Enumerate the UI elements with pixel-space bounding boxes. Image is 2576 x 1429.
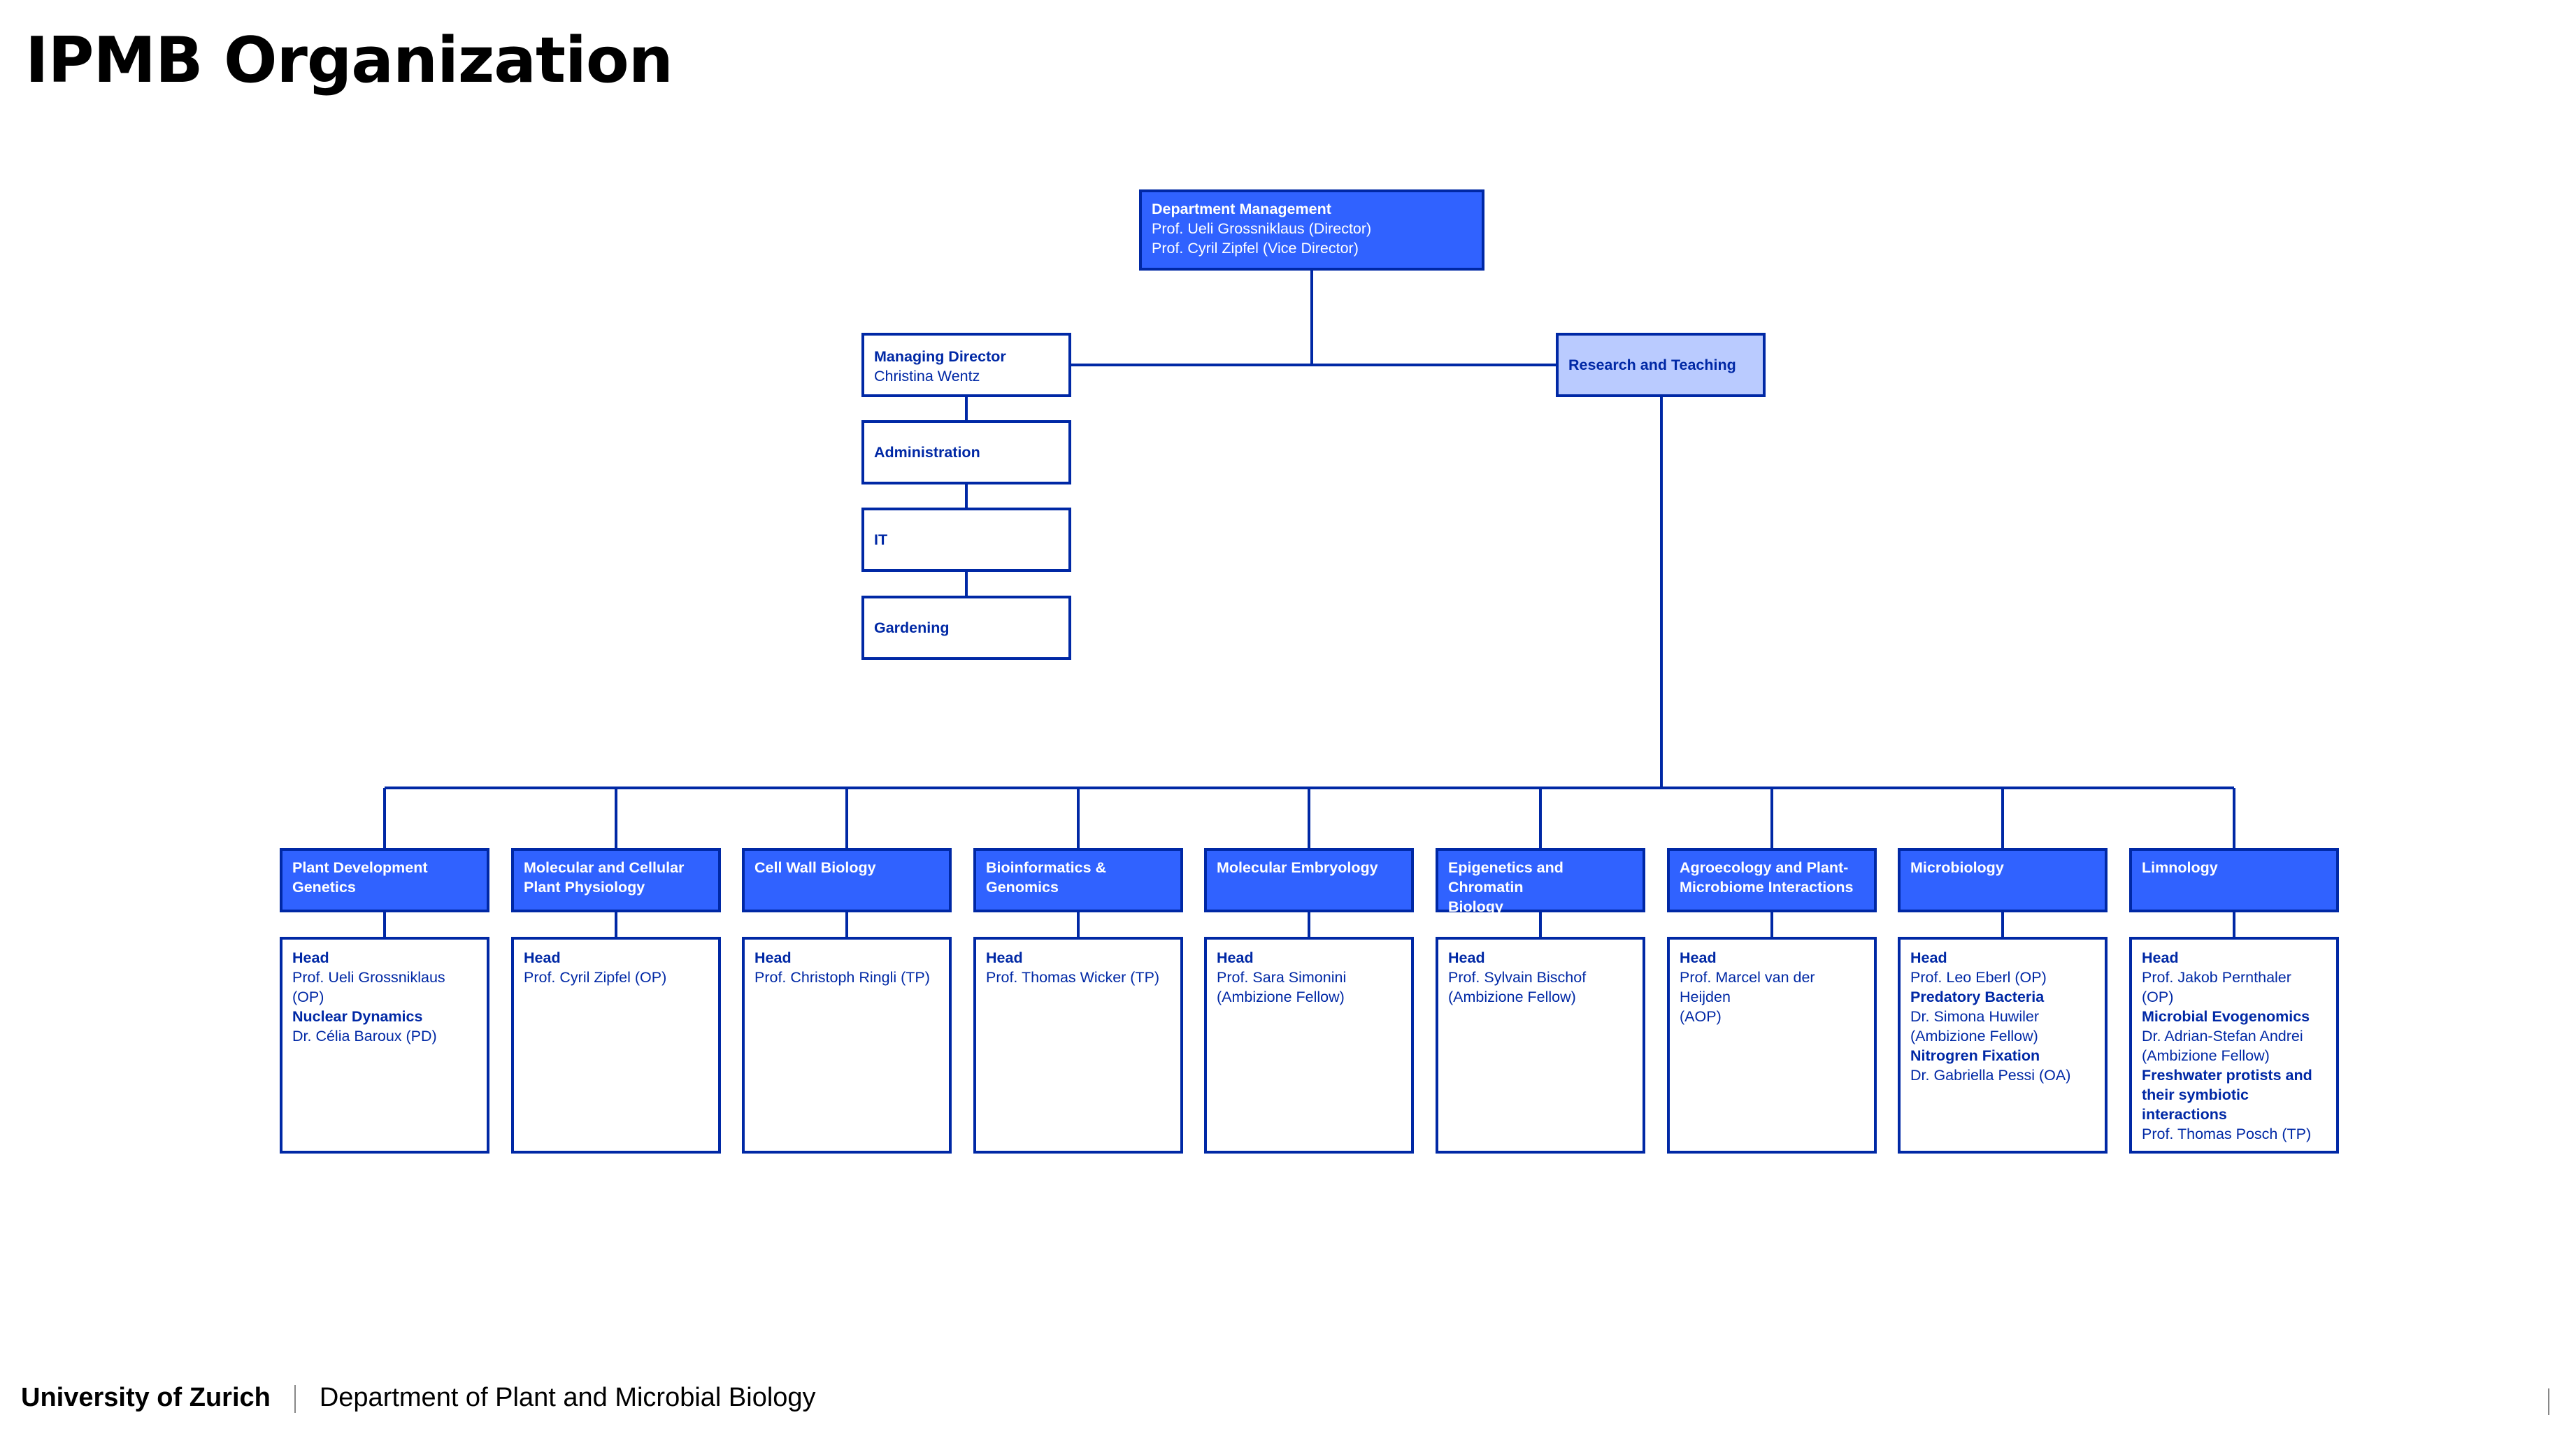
group-detail-person: (Ambizione Fellow) (1448, 989, 1576, 1005)
group-detail-person: Prof. Jakob Pernthaler (OP) (2142, 969, 2291, 1005)
group-detail-person: Dr. Simona Huwiler (1910, 1008, 2039, 1025)
footer-separator (294, 1384, 296, 1413)
admin-unit-administration: Administration (861, 420, 1071, 484)
group-detail-person: Prof. Thomas Wicker (TP) (986, 969, 1160, 986)
managing-director-name: Christina Wentz (874, 368, 980, 385)
group-detail-heading: Head (986, 949, 1023, 966)
group-title-line: Genomics (986, 879, 1059, 896)
admin-unit-label: IT (874, 531, 888, 548)
group-detail-heading: Microbial Evogenomics (2142, 1008, 2310, 1025)
group-detail-person: Dr. Célia Baroux (PD) (292, 1028, 437, 1044)
group-detail-heading: Nuclear Dynamics (292, 1008, 423, 1025)
group-detail-heading: Head (1680, 949, 1717, 966)
department-management-box: Department Management Prof. Ueli Grossni… (1139, 189, 1484, 271)
group-detail-heading: their symbiotic (2142, 1086, 2249, 1103)
page-title: IPMB Organization (25, 24, 673, 97)
group-detail-person: Dr. Adrian-Stefan Andrei (2142, 1028, 2303, 1044)
department-name: Department of Plant and Microbial Biolog… (319, 1383, 816, 1412)
group-title-box: Agroecology and Plant- Microbiome Interac… (1667, 848, 1877, 912)
department-management-title: Department Management (1152, 201, 1331, 217)
group-title-line: Biology (1448, 898, 1503, 915)
managing-director-box: Managing Director Christina Wentz (861, 333, 1071, 397)
admin-unit-it: IT (861, 508, 1071, 572)
university-name: University of Zurich (21, 1383, 271, 1412)
group-title-line: Agroecology and Plant- (1680, 859, 1849, 876)
group-title-line: Limnology (2142, 859, 2218, 876)
group-detail-person: (Ambizione Fellow) (2142, 1047, 2270, 1064)
research-and-teaching-box: Research and Teaching (1556, 333, 1766, 397)
group-detail-person: Prof. Cyril Zipfel (OP) (524, 969, 667, 986)
group-detail-heading: Predatory Bacteria (1910, 989, 2045, 1005)
group-detail-person: Prof. Ueli Grossniklaus (OP) (292, 969, 445, 1005)
group-detail-person: Prof. Marcel van der Heijden (1680, 969, 1815, 1005)
group-detail-heading: Head (1910, 949, 1947, 966)
group-title-line: Cell Wall Biology (754, 859, 876, 876)
managing-director-title: Managing Director (874, 348, 1006, 365)
group-detail-heading: Head (292, 949, 329, 966)
group-title-line: Molecular and Cellular (524, 859, 685, 876)
group-detail-person: Prof. Sara Simonini (1217, 969, 1347, 986)
group-title-box: Microbiology (1898, 848, 2108, 912)
group-detail-heading: Head (754, 949, 792, 966)
group-detail-person: (Ambizione Fellow) (1910, 1028, 2038, 1044)
group-detail-heading: Head (2142, 949, 2179, 966)
group-detail-heading: Head (1217, 949, 1254, 966)
director-name: Prof. Ueli Grossniklaus (Director) (1152, 220, 1372, 237)
group-detail-heading: Nitrogren Fixation (1910, 1047, 2040, 1064)
group-detail-person: Dr. Gabriella Pessi (OA) (1910, 1067, 2071, 1084)
admin-unit-label: Administration (874, 444, 980, 461)
group-title-box: Cell Wall Biology (742, 848, 952, 912)
group-detail-person: Prof. Thomas Posch (TP) (2142, 1126, 2312, 1142)
group-title-box: Molecular Embryology (1204, 848, 1414, 912)
footer: University of Zurich Department of Plant … (21, 1383, 816, 1413)
admin-unit-gardening: Gardening (861, 596, 1071, 660)
group-title-line: Microbiome Interactions (1680, 879, 1854, 896)
vice-director-name: Prof. Cyril Zipfel (Vice Director) (1152, 240, 1359, 257)
group-detail-heading: interactions (2142, 1106, 2227, 1123)
group-detail-person: Prof. Leo Eberl (OP) (1910, 969, 2047, 986)
group-title-line: Plant Development (292, 859, 428, 876)
group-title-line: Genetics (292, 879, 356, 896)
group-detail-person: Prof. Christoph Ringli (TP) (754, 969, 930, 986)
group-title-box: Bioinformatics & Genomics (973, 848, 1183, 912)
group-detail-person: (Ambizione Fellow) (1217, 989, 1345, 1005)
group-detail-heading: Freshwater protists and (2142, 1067, 2312, 1084)
admin-unit-label: Gardening (874, 619, 950, 636)
group-title-line: Bioinformatics & (986, 859, 1107, 876)
research-and-teaching-title: Research and Teaching (1568, 357, 1736, 373)
group-title-line: Microbiology (1910, 859, 2004, 876)
group-title-line: Molecular Embryology (1217, 859, 1378, 876)
group-title-box: Limnology (2129, 848, 2339, 912)
edge-divider (2548, 1388, 2549, 1415)
group-detail-person: Prof. Sylvain Bischof (1448, 969, 1587, 986)
group-detail-person: (AOP) (1680, 1008, 1722, 1025)
group-title-line: Epigenetics and Chromatin (1448, 859, 1564, 896)
group-title-line: Plant Physiology (524, 879, 645, 896)
group-detail-heading: Head (524, 949, 561, 966)
group-detail-heading: Head (1448, 949, 1485, 966)
